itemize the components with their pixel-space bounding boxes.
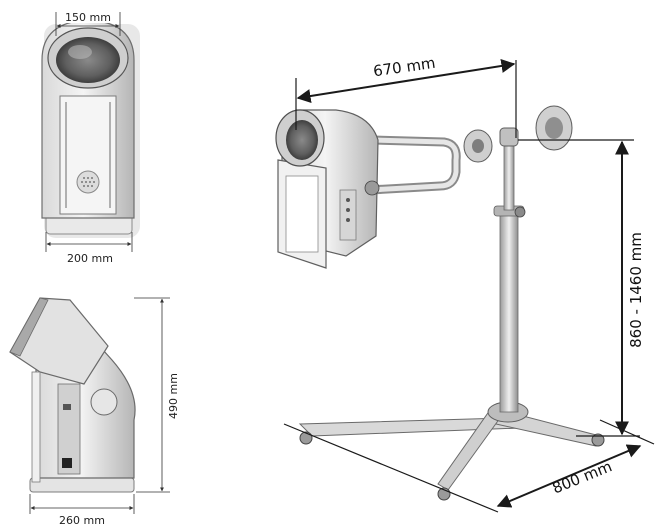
label-860-1460mm: 860 - 1460 mm [627,232,645,348]
dimension-side-height: 490 mm [134,297,180,493]
front-view-illustration [41,19,140,238]
stand-illustration [275,105,605,501]
label-800mm: 800 mm [550,457,615,497]
label-150mm: 150 mm [65,11,111,24]
dimension-side-depth: 260 mm [29,494,135,527]
label-200mm: 200 mm [67,252,113,265]
label-490mm: 490 mm [167,373,180,419]
label-670mm: 670 mm [372,54,437,81]
dimension-top-width: 150 mm [55,11,121,36]
dimension-height-range: 860 - 1460 mm [518,139,645,437]
side-view-illustration [9,297,136,493]
dimension-top-base: 200 mm [45,232,133,265]
label-260mm: 260 mm [59,514,105,527]
